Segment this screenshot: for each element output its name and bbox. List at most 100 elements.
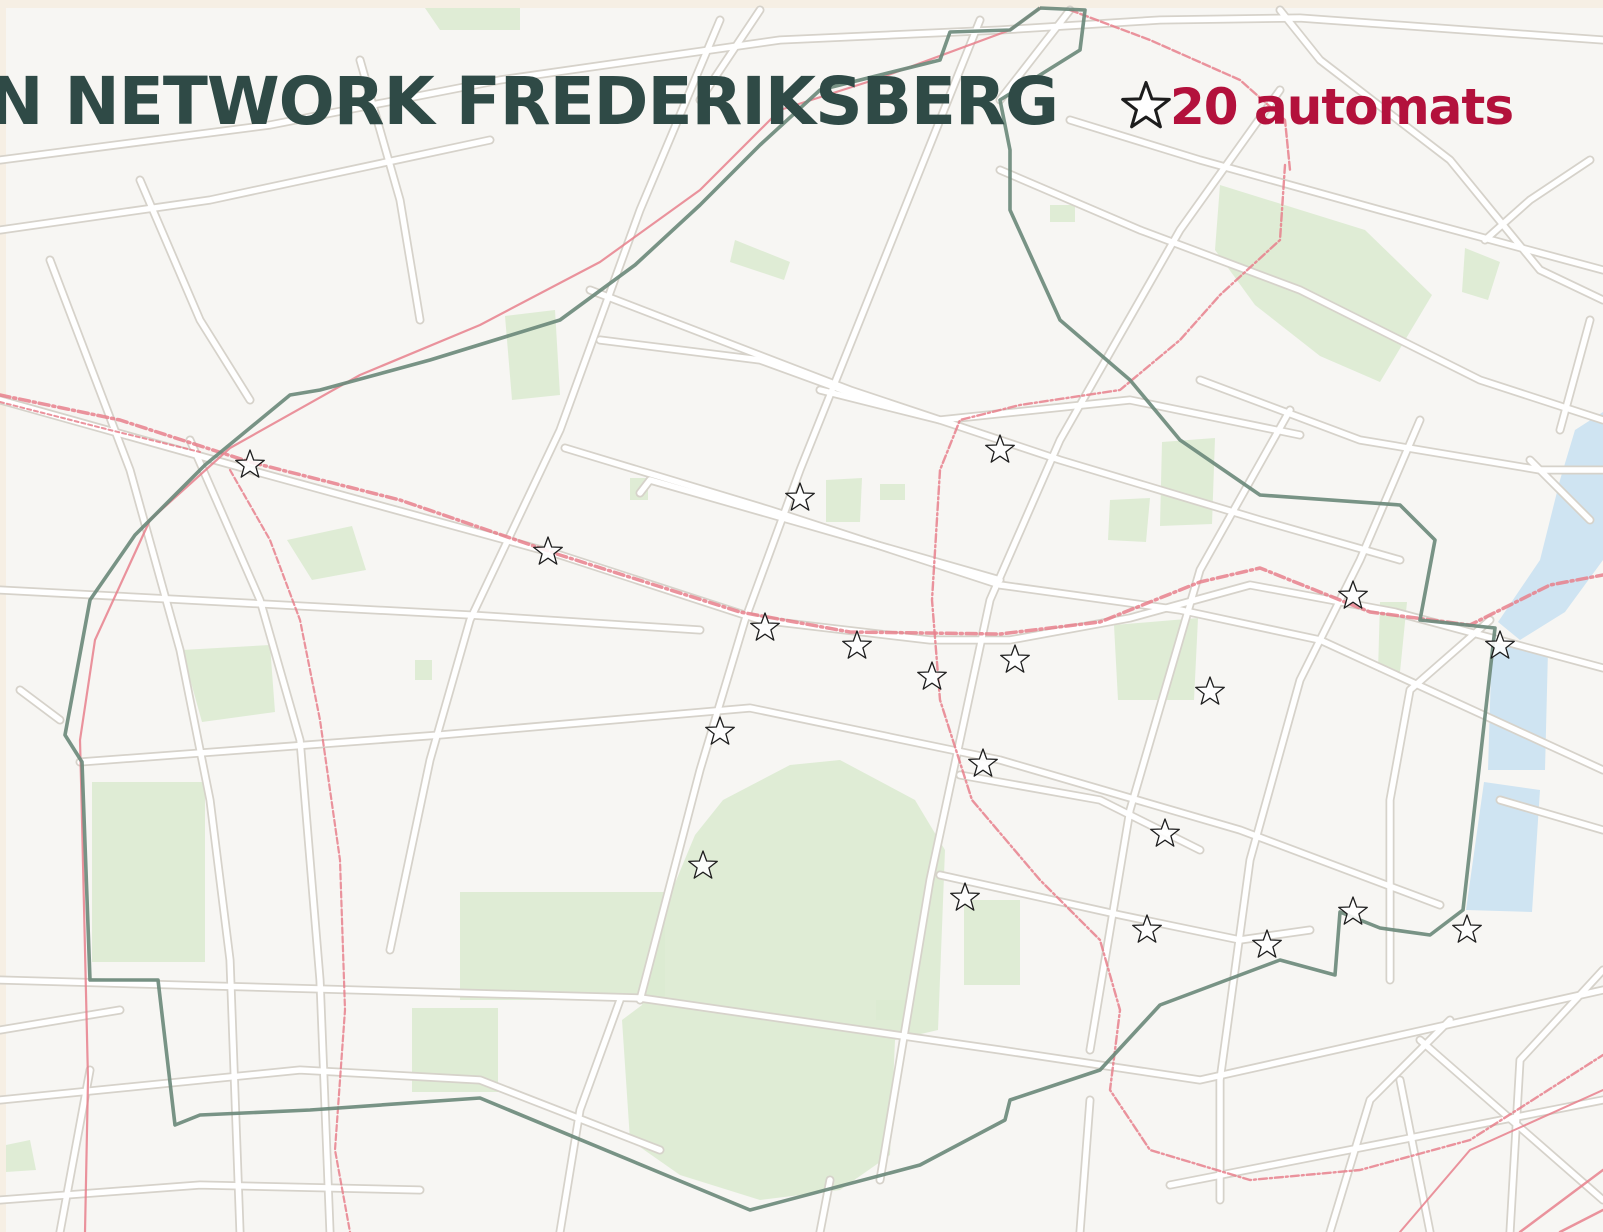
automat-marker	[968, 748, 998, 777]
park-area	[1160, 438, 1215, 526]
road-line	[637, 17, 983, 1003]
automat-markers	[235, 434, 1515, 958]
road-line	[77, 705, 1443, 908]
road-line	[1397, 1077, 1433, 1232]
road-line	[1067, 117, 1603, 273]
park-area	[92, 782, 205, 962]
road-line	[587, 287, 1403, 563]
map-title: RN NETWORK FREDERIKSBERG	[0, 63, 1058, 140]
road-line	[1327, 1017, 1453, 1232]
road-line	[1482, 157, 1593, 243]
road-line	[1197, 377, 1603, 473]
park-area	[182, 645, 275, 722]
automat-marker	[1195, 676, 1225, 705]
road-line	[57, 1067, 93, 1232]
rail-line	[228, 468, 352, 1232]
park-area	[460, 892, 665, 1000]
park-area	[880, 484, 905, 500]
road-line	[937, 872, 1313, 943]
automat-marker	[688, 850, 718, 879]
automat-marker	[1452, 914, 1482, 943]
road-line	[0, 137, 493, 233]
lake-area	[1466, 782, 1540, 912]
road-line	[0, 15, 1603, 163]
park-area	[1462, 248, 1500, 300]
legend-count-label: 20 automats	[1170, 78, 1514, 136]
map-roads	[0, 5, 1603, 1232]
road-line	[0, 1007, 123, 1033]
road-network	[0, 5, 1603, 1232]
road-line	[997, 7, 1073, 103]
park-area	[1050, 205, 1075, 222]
municipality-border	[63, 6, 1497, 1212]
automat-marker	[950, 882, 980, 911]
road-line	[817, 387, 1303, 438]
lake-area	[1488, 640, 1548, 770]
park-area	[964, 900, 1020, 985]
road-line	[1497, 797, 1603, 833]
park-area	[730, 240, 790, 280]
automat-marker	[235, 449, 265, 478]
star-outline-icon	[1121, 80, 1171, 129]
automat-marker	[1485, 630, 1515, 659]
rail-line	[1399, 1089, 1603, 1232]
road-line	[1087, 407, 1293, 1053]
automat-marker	[1000, 644, 1030, 673]
road-line	[0, 1067, 663, 1153]
road-line	[17, 687, 63, 723]
road-line	[1387, 617, 1493, 983]
road-line	[357, 57, 423, 323]
automat-marker	[1150, 818, 1180, 847]
park-area	[412, 1008, 498, 1092]
park-area	[826, 478, 862, 522]
automat-marker	[917, 661, 947, 690]
rail-line	[78, 6, 1042, 1232]
road-line	[697, 7, 763, 103]
park-area	[876, 1000, 910, 1020]
rail-line	[0, 401, 201, 453]
park-area	[1108, 498, 1150, 542]
park-area	[287, 526, 366, 580]
automat-marker	[1338, 580, 1368, 609]
road-line	[387, 17, 723, 953]
road-line	[1507, 967, 1603, 1232]
road-line	[1527, 457, 1593, 523]
rail-line	[1068, 8, 1292, 172]
road-line	[0, 977, 1603, 1083]
automat-marker	[705, 716, 735, 745]
road-line	[557, 997, 623, 1232]
road-line	[562, 445, 1603, 773]
road-line	[0, 397, 1603, 671]
automat-marker	[533, 536, 563, 565]
legend: 20 automats	[1118, 72, 1514, 142]
road-line	[1277, 7, 1603, 303]
park-area	[6, 1140, 36, 1172]
automat-marker	[1252, 929, 1282, 958]
automat-marker	[785, 482, 815, 511]
road-line	[1557, 317, 1593, 433]
automat-marker	[750, 612, 780, 641]
park-area	[415, 660, 432, 680]
park-area	[425, 8, 520, 30]
automat-marker	[985, 434, 1015, 463]
border-path	[63, 6, 1497, 1212]
park-area	[1378, 602, 1407, 672]
rail-line	[1558, 1208, 1603, 1232]
road-line	[137, 177, 253, 403]
road-line	[47, 257, 243, 1232]
automat-marker	[1132, 914, 1162, 943]
road-line	[187, 437, 333, 1232]
map-title-container: RN NETWORK FREDERIKSBERG	[0, 62, 1058, 142]
rail-line	[1518, 1168, 1603, 1232]
road-line	[877, 87, 1283, 1183]
road-line	[1417, 1037, 1603, 1203]
automat-marker	[1338, 896, 1368, 925]
road-line	[997, 167, 1603, 423]
road-line	[1217, 417, 1423, 1203]
road-line	[637, 477, 1003, 583]
automat-marker	[842, 630, 872, 659]
rail-line	[930, 163, 1603, 1182]
road-line	[1167, 1097, 1603, 1188]
